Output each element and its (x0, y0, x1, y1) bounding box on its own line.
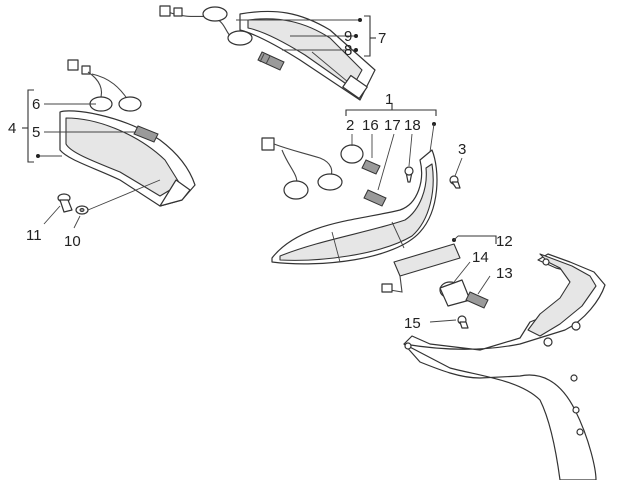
screw-3 (449, 157, 463, 189)
tail-light-bulb-16 (361, 159, 381, 175)
bracket-7 (236, 15, 376, 57)
callout-9: 9 (344, 28, 352, 45)
tail-light-bulb-17 (363, 189, 387, 207)
callout-1: 1 (385, 91, 393, 108)
mudguard (403, 253, 606, 480)
callout-8: 8 (344, 42, 352, 59)
callout-5: 5 (32, 124, 40, 141)
bracket-1 (345, 104, 437, 191)
callout-16: 16 (362, 117, 379, 134)
license-light-bulb-holder (159, 5, 253, 46)
license-light-housing (239, 10, 376, 101)
callout-4: 4 (8, 120, 16, 137)
screw-18 (404, 166, 414, 183)
callout-2: 2 (346, 117, 354, 134)
bulb-socket-14 (439, 261, 471, 307)
washer-10 (73, 179, 161, 229)
callout-7: 7 (378, 30, 386, 47)
tail-light-housing (271, 149, 438, 265)
callout-3: 3 (458, 141, 466, 158)
tail-light-bulb-holder (261, 137, 364, 200)
callout-10: 10 (64, 233, 81, 250)
indicator-bulb-5 (133, 125, 159, 143)
callout-15: 15 (404, 315, 421, 332)
bulb-13 (465, 275, 491, 309)
callout-17: 17 (384, 117, 401, 134)
indicator-lens (59, 110, 196, 207)
callout-12: 12 (496, 233, 513, 250)
license-light-unit-12 (381, 235, 497, 293)
screw-15 (429, 315, 469, 329)
callout-18: 18 (404, 117, 421, 134)
callout-6: 6 (32, 96, 40, 113)
callout-14: 14 (472, 249, 489, 266)
callout-11: 11 (26, 227, 42, 244)
screw-11 (43, 193, 73, 225)
bracket-4 (22, 89, 136, 163)
callout-13: 13 (496, 265, 513, 282)
license-light-bulb-8 (257, 51, 285, 71)
indicator-bulb-holder (67, 59, 142, 112)
